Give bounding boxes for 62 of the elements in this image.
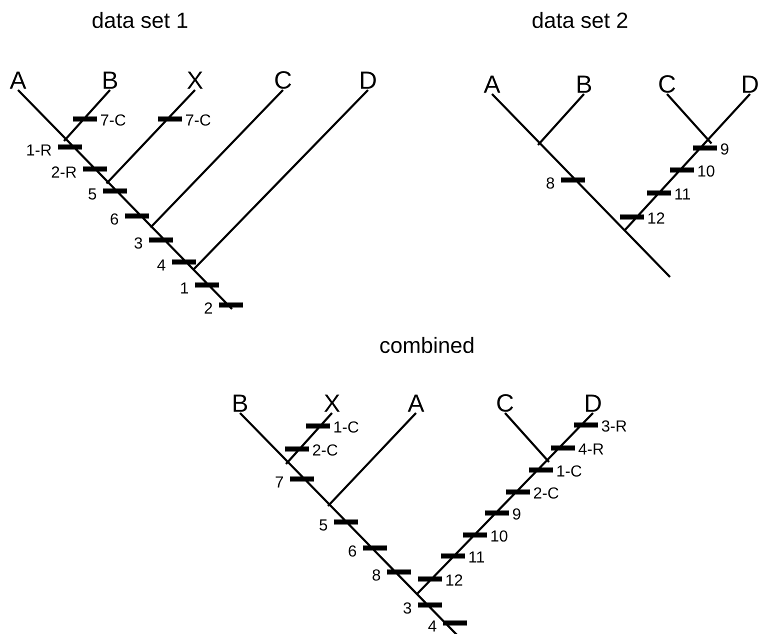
branch-line <box>666 93 712 144</box>
character-label: 5 <box>88 188 96 200</box>
branch-line <box>63 89 111 142</box>
branch-line <box>623 93 751 232</box>
taxon-label: C <box>497 394 514 412</box>
character-label: 10 <box>698 165 714 177</box>
branch-line <box>285 412 333 465</box>
taxon-label: C <box>275 71 292 89</box>
character-label: 4 <box>157 260 166 270</box>
character-label: 4 <box>428 620 436 632</box>
character-label: 2-R <box>52 166 76 178</box>
character-label: 1-R <box>27 144 52 156</box>
taxon-label: A <box>10 72 26 89</box>
character-label: 9 <box>720 143 728 155</box>
branch-line <box>327 412 417 507</box>
panel-title: combined <box>380 336 474 354</box>
character-label: 7-C <box>101 114 126 126</box>
character-label: 2 <box>204 302 212 314</box>
taxon-label: A <box>484 76 500 93</box>
branch-line <box>106 89 196 184</box>
taxon-label: D <box>586 394 601 412</box>
character-label: 1 <box>181 282 188 294</box>
branch-line <box>150 89 284 228</box>
character-label: 3 <box>404 602 412 614</box>
character-label: 4-R <box>578 444 604 454</box>
character-label: 9 <box>512 508 520 520</box>
character-label: 1-C <box>334 421 358 433</box>
taxon-label: D <box>743 76 758 93</box>
branch-line <box>537 93 585 146</box>
taxon-label: X <box>324 394 340 412</box>
taxon-label: B <box>234 394 248 412</box>
character-label: 5 <box>320 519 328 531</box>
character-label: 6 <box>110 213 118 225</box>
character-label: 6 <box>348 545 356 557</box>
taxon-label: C <box>659 75 676 93</box>
character-label: 1-C <box>557 465 582 477</box>
taxon-label: A <box>408 394 424 412</box>
branch-line <box>17 89 233 310</box>
character-label: 3-R <box>602 420 626 432</box>
character-label: 12 <box>648 212 664 224</box>
character-label: 8 <box>372 569 380 581</box>
taxon-label: D <box>361 72 376 89</box>
taxon-label: B <box>104 72 118 89</box>
character-label: 12 <box>446 574 462 586</box>
character-label: 11 <box>675 188 690 200</box>
branch-line <box>504 412 550 463</box>
branch-line <box>192 89 369 271</box>
taxon-label: B <box>578 76 592 93</box>
character-label: 3 <box>134 237 142 249</box>
taxon-label: X <box>187 72 203 89</box>
panel-title: data set 1 <box>92 12 188 28</box>
character-label: 7 <box>276 476 283 488</box>
branch-line <box>239 412 458 634</box>
branch-line <box>491 93 671 278</box>
character-label: 8 <box>546 177 554 189</box>
character-label: 2-C <box>534 487 558 499</box>
character-label: 11 <box>469 552 484 562</box>
character-label: 10 <box>491 530 508 542</box>
character-label: 7-C <box>186 114 210 126</box>
panel-title: data set 2 <box>532 12 628 28</box>
branch-line <box>416 412 594 596</box>
character-label: 2-C <box>313 444 338 456</box>
